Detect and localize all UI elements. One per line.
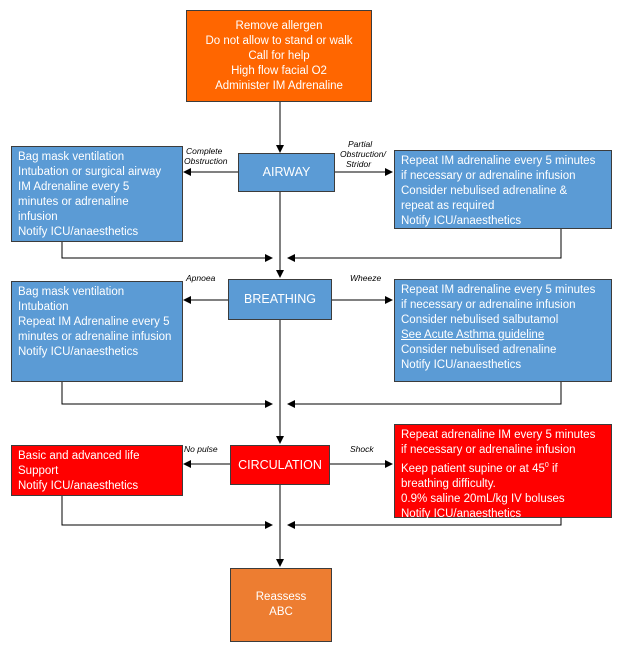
initial-action-4: High flow facial O2 — [231, 64, 327, 77]
reassess-line-2: ABC — [269, 606, 293, 618]
arrow-circulation-right-return — [287, 518, 562, 529]
circulation-right-line-5: 0.9% saline 20mL/kg IV boluses — [401, 492, 565, 505]
breathing-right-line-5: Consider nebulised adrenaline — [401, 344, 557, 356]
arrow-airway-left-return — [61, 242, 273, 262]
airway-left-line-5: infusion — [18, 211, 58, 223]
circulation-right-line-1: Repeat adrenaline IM every 5 minutes — [401, 429, 596, 441]
airway-box: AIRWAY — [238, 153, 335, 192]
airway-right-line-5: Notify ICU/anaesthetics — [401, 215, 522, 227]
breathing-left-line-5: Notify ICU/anaesthetics — [18, 346, 139, 358]
degree-superscript: 0 — [544, 462, 549, 469]
circulation-right-line-6: Notify ICU/anaesthetics — [401, 507, 522, 520]
breathing-left-line-1: Bag mask ventilation — [18, 286, 125, 298]
arrow-circulation-left-return — [61, 496, 273, 529]
airway-left-label: Complete Obstruction — [184, 146, 228, 166]
breathing-box: BREATHING — [228, 279, 332, 320]
circulation-right-line-3: Keep patient supine or at 450 if — [401, 458, 605, 477]
initial-action-2: Do not allow to stand or walk — [205, 34, 353, 47]
initial-action-3: Call for help — [248, 49, 310, 62]
airway-right-line-4: repeat as required — [401, 200, 495, 212]
supine-text: Keep patient supine or at 45 — [401, 462, 545, 475]
airway-title: AIRWAY — [262, 165, 311, 179]
airway-partial-obstruction-box: Repeat IM adrenaline every 5 minutes if … — [394, 150, 612, 229]
reassess-line-1: Reassess — [255, 591, 307, 603]
airway-right-label: Partial Obstruction/ Stridor — [340, 139, 386, 169]
breathing-right-line-6: Notify ICU/anaesthetics — [401, 359, 522, 371]
circulation-left-label: No pulse — [184, 444, 218, 454]
breathing-apnoea-box: Bag mask ventilation Intubation Repeat I… — [11, 281, 183, 382]
initial-actions-box: Remove allergen Do not allow to stand or… — [186, 10, 372, 102]
supine-suffix: if — [548, 462, 558, 475]
breathing-right-line-3: Consider nebulised salbutamol — [401, 314, 559, 326]
airway-complete-obstruction-box: Bag mask ventilation Intubation or surgi… — [11, 146, 183, 242]
circulation-left-line-3: Notify ICU/anaesthetics — [18, 480, 139, 492]
airway-left-line-1: Bag mask ventilation — [18, 151, 125, 163]
breathing-right-line-2: if necessary or adrenaline infusion — [401, 299, 576, 311]
circulation-right-line-4: breathing difficulty. — [401, 477, 496, 490]
reassess-box: Reassess ABC — [230, 568, 332, 642]
initial-action-5: Administer IM Adrenaline — [215, 79, 343, 92]
breathing-left-line-3: Repeat IM Adrenaline every 5 — [18, 316, 170, 328]
airway-right-line-3: Consider nebulised adrenaline & — [401, 185, 568, 197]
breathing-right-line-1: Repeat IM adrenaline every 5 minutes — [401, 284, 596, 296]
airway-left-line-3: IM Adrenaline every 5 — [18, 181, 130, 193]
airway-left-line-4: minutes or adrenaline — [18, 196, 129, 208]
breathing-title: BREATHING — [244, 292, 316, 306]
arrow-breathing-left-return — [61, 382, 273, 408]
breathing-right-label: Wheeze — [350, 273, 382, 283]
airway-right-line-1: Repeat IM adrenaline every 5 minutes — [401, 155, 596, 167]
airway-right-line-2: if necessary or adrenaline infusion — [401, 170, 576, 182]
circulation-left-line-2: Support — [18, 465, 59, 477]
arrow-airway-right-return — [287, 229, 562, 262]
breathing-left-line-4: minutes or adrenaline infusion — [18, 331, 172, 343]
circulation-shock-box: Repeat adrenaline IM every 5 minutes if … — [394, 424, 612, 520]
circulation-left-line-1: Basic and advanced life — [18, 450, 140, 462]
acute-asthma-guideline-link[interactable]: See Acute Asthma guideline — [401, 329, 545, 341]
breathing-left-label: Apnoea — [186, 273, 216, 283]
circulation-right-label: Shock — [350, 444, 374, 454]
breathing-left-line-2: Intubation — [18, 301, 69, 313]
circulation-box: CIRCULATION — [230, 445, 330, 485]
breathing-wheeze-box: Repeat IM adrenaline every 5 minutes if … — [394, 279, 612, 382]
initial-action-1: Remove allergen — [235, 19, 323, 32]
airway-left-line-2: Intubation or surgical airway — [18, 166, 162, 178]
arrow-breathing-right-return — [287, 382, 562, 408]
circulation-right-line-2: if necessary or adrenaline infusion — [401, 444, 576, 456]
circulation-no-pulse-box: Basic and advanced life Support Notify I… — [11, 445, 183, 496]
circulation-title: CIRCULATION — [238, 457, 322, 472]
airway-left-line-6: Notify ICU/anaesthetics — [18, 226, 139, 238]
